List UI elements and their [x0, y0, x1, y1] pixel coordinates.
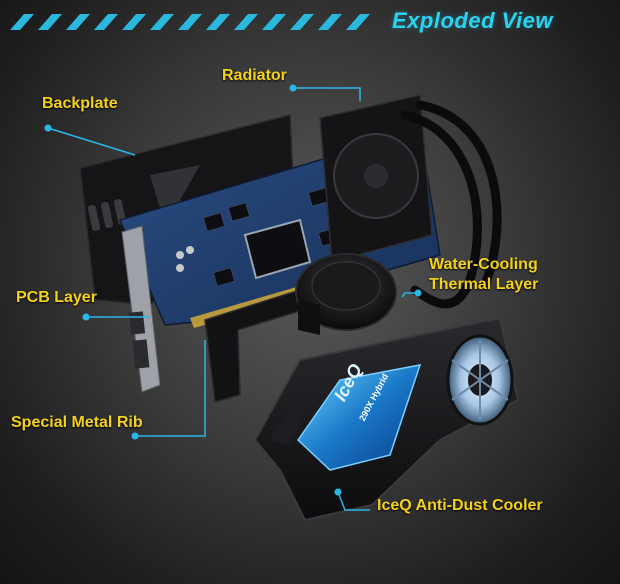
- metal-rib-label: Special Metal Rib: [11, 414, 143, 431]
- cooler-label: IceQ Anti-Dust Cooler: [377, 497, 543, 514]
- pcb-layer-label: PCB Layer: [16, 289, 97, 306]
- radiator: [319, 94, 433, 263]
- water-cooling-label-line1: Water-Cooling: [429, 256, 538, 273]
- coolant-tubes: [400, 100, 502, 309]
- page-title: Exploded View: [392, 8, 553, 33]
- cooler-fan: [446, 334, 514, 426]
- backplate-label: Backplate: [42, 95, 118, 112]
- radiator-label: Radiator: [222, 67, 287, 84]
- water-cooling-label-line2: Thermal Layer: [429, 276, 539, 293]
- header-stripes: [10, 14, 370, 30]
- iceq-cooler: [253, 316, 520, 522]
- pump-block: [295, 253, 397, 335]
